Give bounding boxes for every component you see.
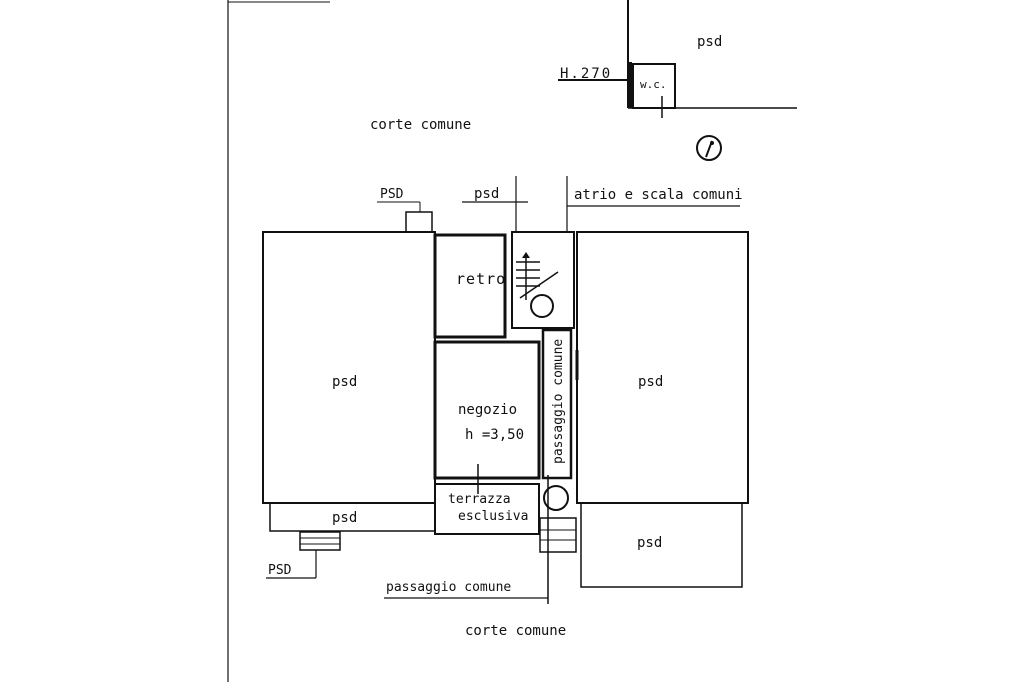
bottom-left-strip (269, 502, 436, 532)
label-psd-right: psd (638, 374, 663, 390)
label-negozio: negozio (458, 402, 517, 418)
label-height-mark: H.270 (560, 66, 612, 82)
right-unit (576, 231, 749, 504)
door-swing-icon (543, 485, 569, 511)
label-passaggio-vertical: passaggio comune (551, 339, 566, 464)
retro-room (433, 233, 507, 339)
bottom-right-unit (580, 502, 743, 588)
north-arrow-icon (696, 135, 722, 161)
steps-bottom-center (539, 475, 577, 604)
label-psd-tag-bottom: PSD (268, 563, 292, 578)
label-psd-left: psd (332, 374, 357, 390)
negozio-room (433, 340, 541, 480)
steps-bottom-left (266, 531, 341, 579)
label-psd-bottom-right: psd (637, 535, 662, 551)
label-negozio-height: h =3,50 (465, 427, 524, 443)
label-terrazza: terrazza (448, 492, 511, 507)
label-psd-bottom-left: psd (332, 510, 357, 526)
label-psd-top-mid: psd (474, 186, 499, 202)
stair-area (511, 231, 575, 329)
psd-tag-top-left (377, 201, 433, 233)
stairs-icon (516, 252, 559, 318)
label-corte-comune-bottom: corte comune (465, 623, 566, 639)
label-passaggio-bottom: passaggio comune (386, 580, 511, 595)
left-unit (262, 231, 436, 504)
label-esclusiva: esclusiva (458, 509, 528, 524)
label-corte-comune-top: corte comune (370, 117, 471, 133)
label-psd-tag-left: PSD (380, 187, 404, 202)
corridor (541, 328, 573, 480)
label-wc: w.c. (640, 78, 667, 91)
wc-block (558, 0, 797, 118)
label-psd-top-right: psd (697, 34, 722, 50)
label-retro: retro (456, 270, 506, 288)
label-atrio: atrio e scala comuni (574, 187, 743, 203)
